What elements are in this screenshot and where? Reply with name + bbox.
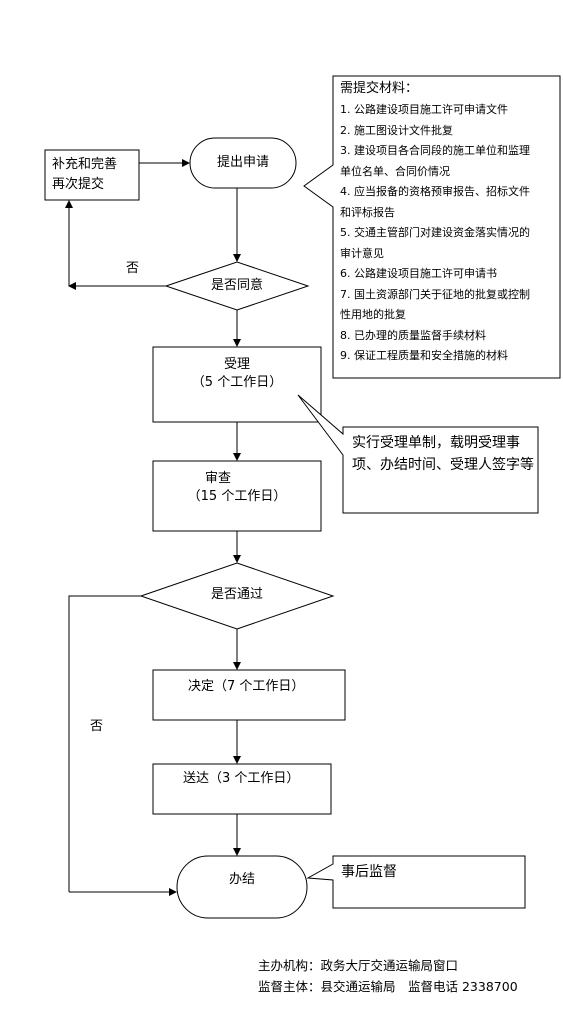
pass-label: 是否通过 <box>210 587 263 602</box>
footer-host: 主办机构：政务大厅交通运输局窗口 <box>258 958 459 973</box>
agree-label: 是否同意 <box>210 278 263 293</box>
materials-item: 1. 公路建设项目施工许可申请文件 <box>340 103 508 116</box>
materials-callout-box <box>303 75 561 379</box>
materials-item: 7. 国土资源部门关于征地的批复或控制 <box>340 287 530 301</box>
review-title: 审查 <box>204 471 231 486</box>
no-label-1: 否 <box>126 261 140 276</box>
finish-label: 办结 <box>228 872 255 887</box>
deliver-label: 送达（3 个工作日） <box>183 771 300 786</box>
materials-item: 5. 交通主管部门对建设资金落实情况的 <box>340 226 530 239</box>
review-box <box>152 460 322 532</box>
materials-item: 4. 应当报备的资格预审报告、招标文件 <box>340 185 530 198</box>
supplement-label-2: 再次提交 <box>52 177 105 192</box>
finish-node <box>176 855 308 919</box>
materials-item: 性用地的批复 <box>340 308 406 321</box>
submit-label: 提出申请 <box>216 155 269 170</box>
materials-item: 6. 公路建设项目施工许可申请书 <box>340 267 497 280</box>
supplement-box <box>44 149 140 201</box>
footer-supervisor: 监督主体：县交通运输局 监督电话 2338700 <box>258 979 518 994</box>
agree-decision <box>164 261 310 311</box>
pass-decision <box>139 562 335 630</box>
accept-note-box <box>297 394 539 514</box>
materials-item: 和评标报告 <box>340 205 395 219</box>
materials-item: 2. 施工图设计文件批复 <box>340 123 453 137</box>
materials-item: 单位名单、合同价情况 <box>340 164 450 178</box>
submit-node <box>189 137 297 189</box>
decide-box <box>152 669 346 721</box>
accept-box <box>152 346 322 423</box>
materials-list: 1. 公路建设项目施工许可申请文件 2. 施工图设计文件批复 3. 建设项目各合… <box>340 100 530 367</box>
supervision-box <box>306 855 526 909</box>
materials-item: 9. 保证工程质量和安全措施的材料 <box>340 349 508 362</box>
deliver-box <box>152 763 332 815</box>
supplement-label-1: 补充和完善 <box>52 157 118 172</box>
review-days: （15 个工作日） <box>187 489 287 504</box>
decide-label: 决定（7 个工作日） <box>188 679 305 694</box>
accept-title: 受理 <box>223 357 250 372</box>
materials-item: 3. 建设项目各合同段的施工单位和监理 <box>340 144 530 157</box>
accept-note: 实行受理单制，载明受理事项、办结时间、受理人签字等 <box>352 435 534 473</box>
accept-days: （5 个工作日） <box>191 375 283 390</box>
supervision-note: 事后监督 <box>341 864 397 880</box>
materials-title: 需提交材料： <box>340 81 419 96</box>
materials-item: 审计意见 <box>340 246 384 260</box>
line-pass-no <box>68 595 141 892</box>
no-label-2: 否 <box>90 719 104 734</box>
materials-item: 8. 已办理的质量监督手续材料 <box>340 328 486 342</box>
